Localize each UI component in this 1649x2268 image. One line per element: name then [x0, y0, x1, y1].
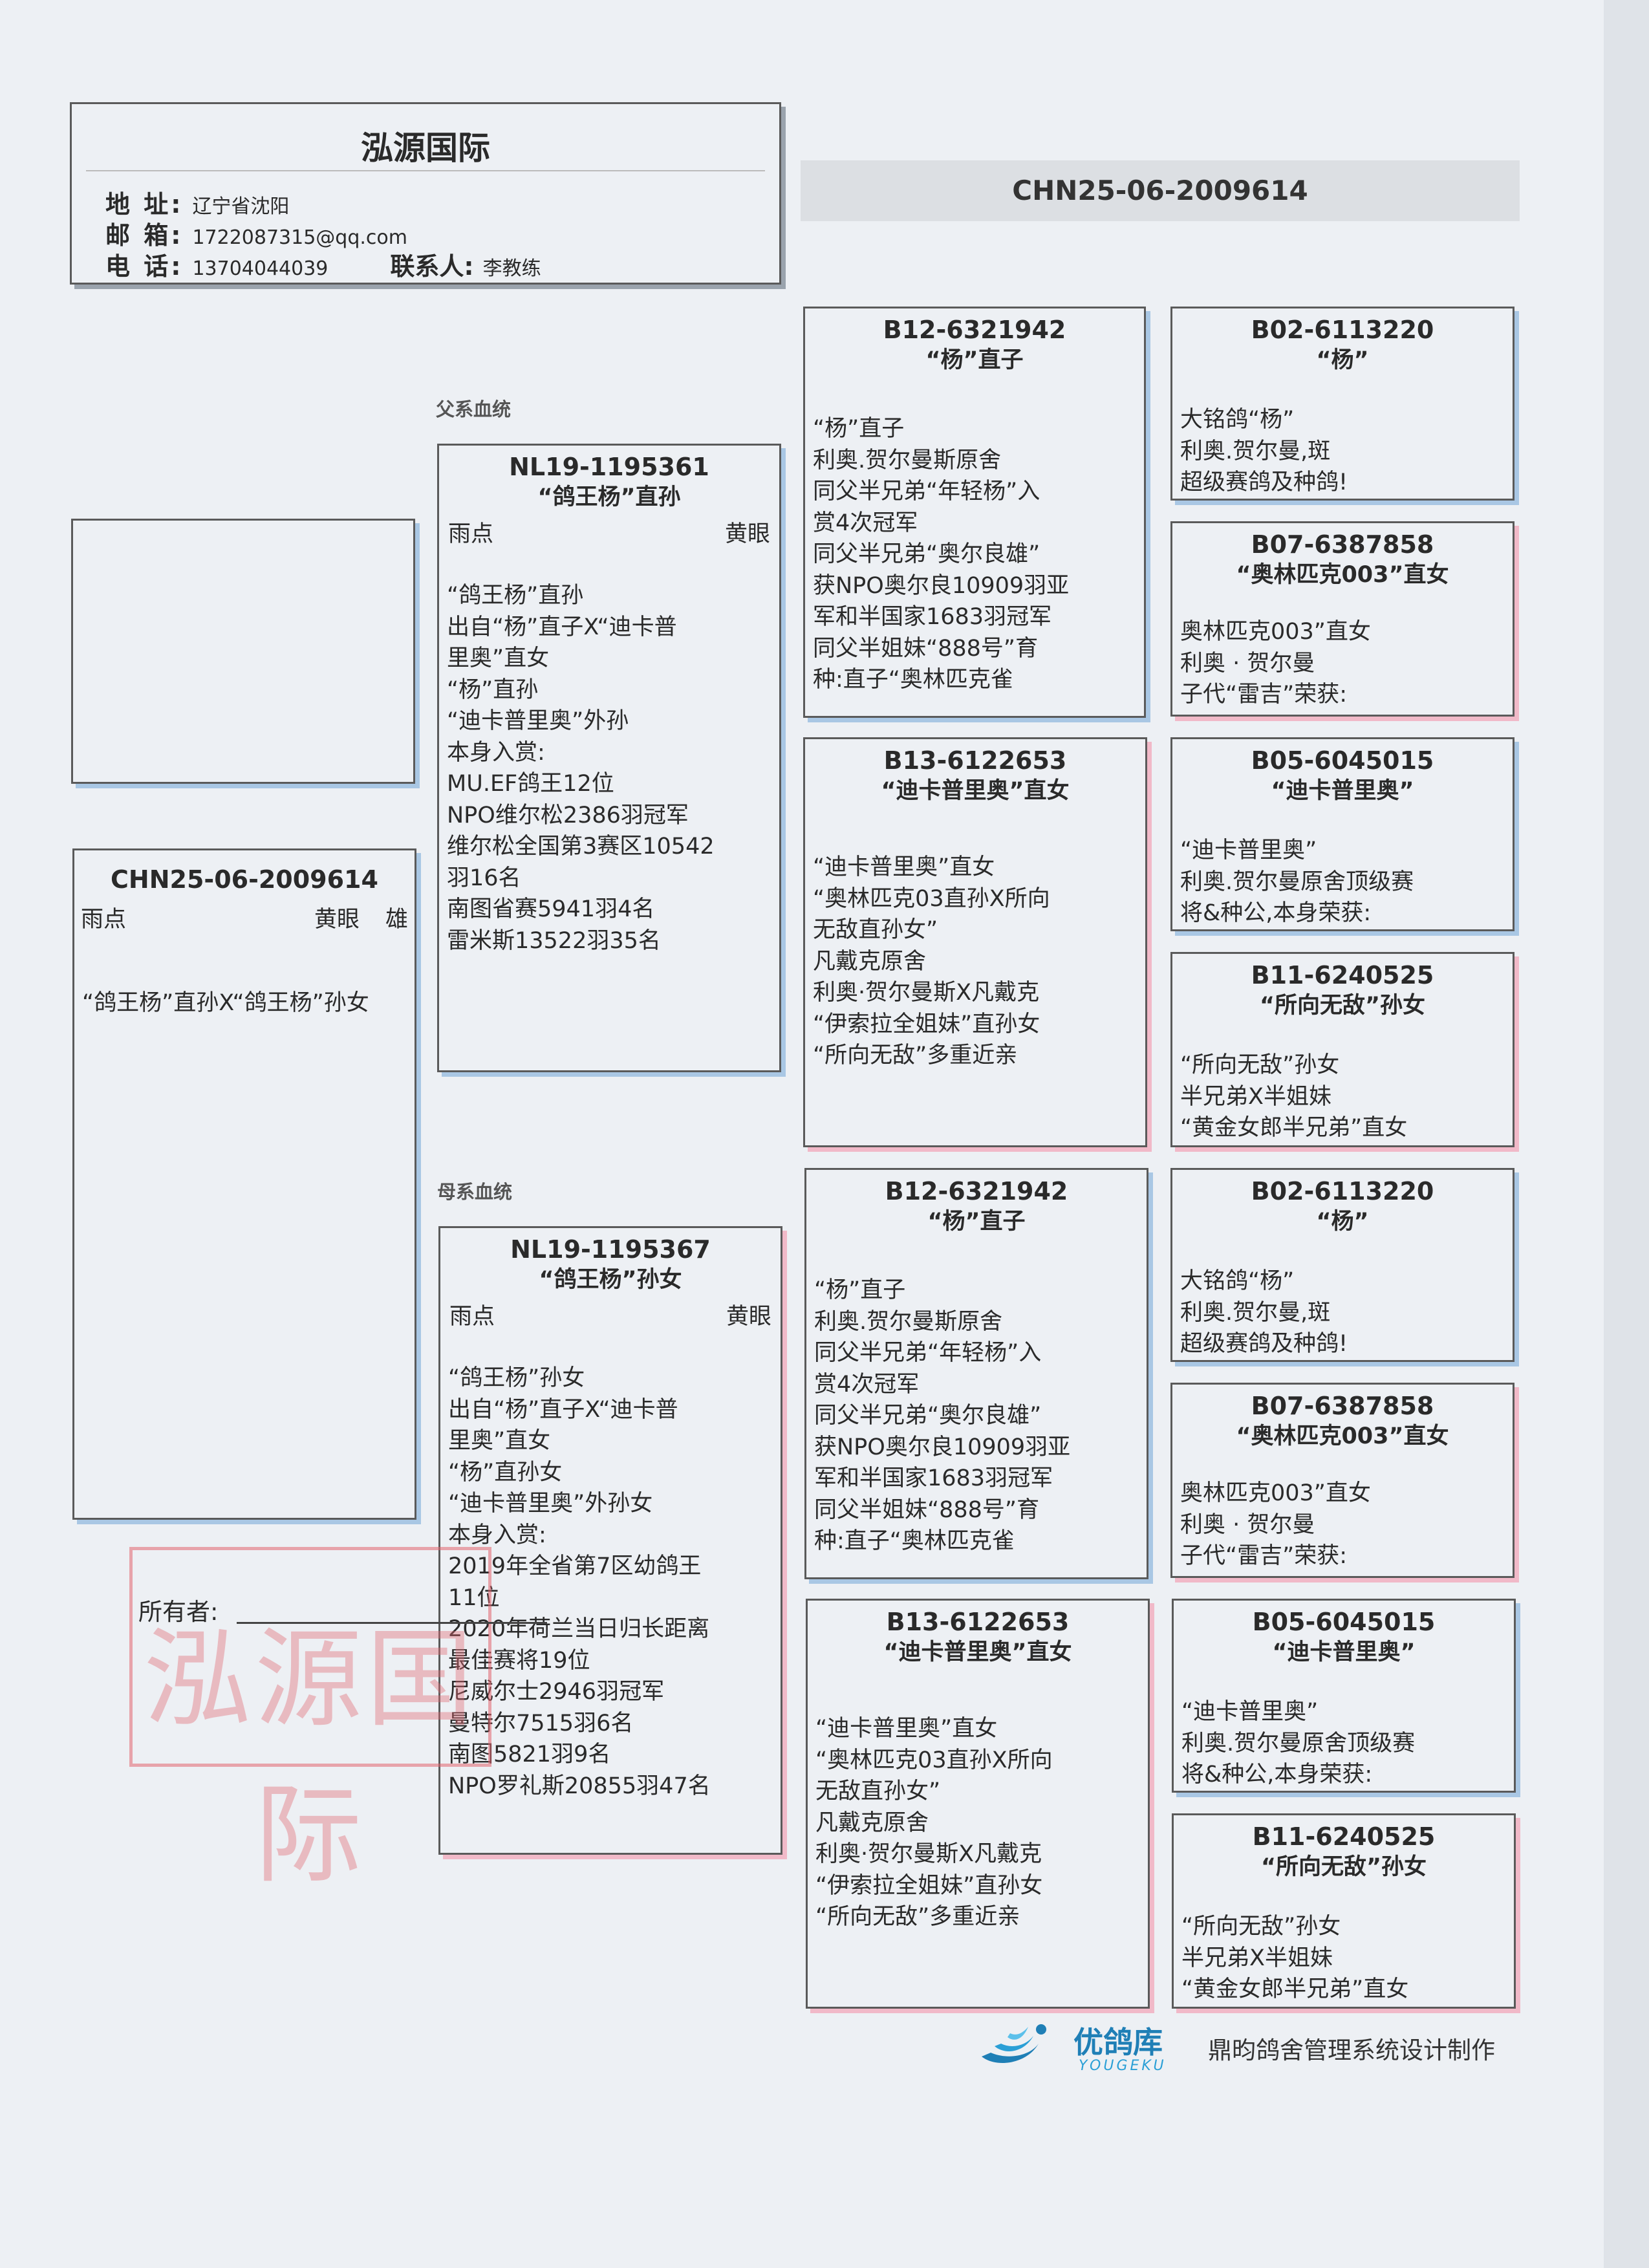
pigeon-name: “迪卡普里奥”: [1272, 1639, 1416, 1665]
system-credit: 鼎昀鸽舍管理系统设计制作: [1208, 2036, 1495, 2064]
dam-ring: NL19-1195367: [510, 1235, 711, 1264]
subject-sex: 雄: [385, 907, 408, 933]
pigeon-notes: “杨”直子 利奥.贺尔曼斯原舍 同父半兄弟“年轻杨”入 赏4次冠军 同父半兄弟“…: [813, 416, 1070, 693]
great-grandparent-card: B05-6045015 “迪卡普里奥” “迪卡普里奥” 利奥.贺尔曼原舍顶级赛 …: [1170, 737, 1514, 931]
pigeon-notes: “迪卡普里奥” 利奥.贺尔曼原舍顶级赛 将&种公,本身荣获:: [1181, 1699, 1416, 1787]
great-grandparent-card: B02-6113220 “杨” 大铭鸽“杨” 利奥.贺尔曼,斑 超级赛鸽及种鸽!: [1170, 1168, 1514, 1362]
sire-name: “鸽王杨”直孙: [537, 484, 681, 510]
owner-label: 所有者:: [138, 1598, 219, 1626]
owner-signature-line: [237, 1622, 547, 1624]
pigeon-notes: “所向无敌”孙女 半兄弟X半姐妹 “黄金女郎半兄弟”直女: [1181, 1914, 1409, 2002]
pigeon-name: “杨”直子: [925, 347, 1024, 373]
pigeon-name: “迪卡普里奥”直女: [881, 778, 1070, 804]
phone-row: 电 话: 13704044039 联系人: 李教练: [105, 246, 541, 282]
pigeon-name: “所向无敌”孙女: [1260, 1854, 1427, 1880]
pigeon-name: “迪卡普里奥”直女: [883, 1639, 1072, 1665]
email-label: 邮 箱:: [105, 221, 184, 250]
photo-placeholder: [71, 519, 415, 784]
ring-number: B11-6240525: [1251, 961, 1434, 989]
pigeon-notes: 大铭鸽“杨” 利奥.贺尔曼,斑 超级赛鸽及种鸽!: [1180, 407, 1348, 495]
pigeon-name: “奥林匹克003”直女: [1236, 562, 1449, 588]
ring-number: B13-6122653: [883, 746, 1067, 775]
address-row: 地 址: 辽宁省沈阳: [105, 184, 289, 220]
dam-color: 雨点: [449, 1304, 495, 1330]
subject-card: CHN25-06-2009614 雨点 黄眼 雄 “鸽王杨”直孙X“鸽王杨”孙女: [72, 848, 416, 1520]
dam-line-label: 母系血统: [437, 1181, 513, 1203]
phone-value: 13704044039: [192, 257, 329, 280]
sire-ring: NL19-1195361: [509, 453, 709, 481]
pigeon-name: “奥林匹克003”直女: [1236, 1423, 1449, 1449]
subject-ring: CHN25-06-2009614: [111, 865, 378, 894]
great-grandparent-card: B02-6113220 “杨” 大铭鸽“杨” 利奥.贺尔曼,斑 超级赛鸽及种鸽!: [1170, 307, 1514, 501]
ring-number: B05-6045015: [1252, 1608, 1436, 1636]
sire-traits: 雨点 黄眼: [439, 518, 779, 550]
yougeku-logo-icon: [982, 2024, 1046, 2064]
grandsire-paternal-card: B12-6321942 “杨”直子 “杨”直子 利奥.贺尔曼斯原舍 同父半兄弟“…: [803, 307, 1146, 718]
grandsire-maternal-card: B12-6321942 “杨”直子 “杨”直子 利奥.贺尔曼斯原舍 同父半兄弟“…: [804, 1168, 1148, 1579]
ring-number: B02-6113220: [1251, 316, 1434, 344]
ring-number: B05-6045015: [1251, 746, 1434, 775]
pigeon-notes: 奥林匹克003”直女 利奥 · 贺尔曼 子代“雷吉”荣获:: [1180, 619, 1371, 707]
granddam-paternal-card: B13-6122653 “迪卡普里奥”直女 “迪卡普里奥”直女 “奥林匹克03直…: [803, 737, 1147, 1147]
kennel-header: 泓源国际 地 址: 辽宁省沈阳 邮 箱: 1722087315@qq.com 电 话…: [70, 102, 781, 285]
great-grandparent-card: B11-6240525 “所向无敌”孙女 “所向无敌”孙女 半兄弟X半姐妹 “黄…: [1170, 952, 1514, 1147]
sire-color: 雨点: [448, 521, 494, 547]
subject-traits: 雨点 黄眼 雄: [74, 903, 415, 936]
sire-notes: “鸽王杨”直孙 出自“杨”直子X“迪卡普 里奥”直女 “杨”直孙 “迪卡普里奥”…: [447, 583, 715, 954]
pigeon-notes: “杨”直子 利奥.贺尔曼斯原舍 同父半兄弟“年轻杨”入 赏4次冠军 同父半兄弟“…: [814, 1277, 1071, 1554]
dam-name: “鸽王杨”孙女: [539, 1267, 682, 1293]
main-ring-bar: CHN25-06-2009614: [801, 160, 1520, 221]
great-grandparent-card: B07-6387858 “奥林匹克003”直女 奥林匹克003”直女 利奥 · …: [1170, 1383, 1514, 1578]
sire-card: NL19-1195361 “鸽王杨”直孙 雨点 黄眼 “鸽王杨”直孙 出自“杨”…: [437, 444, 781, 1072]
dam-traits: 雨点 黄眼: [440, 1301, 781, 1333]
pigeon-name: “杨”直子: [927, 1209, 1026, 1235]
ring-number: B02-6113220: [1251, 1177, 1434, 1205]
pigeon-notes: “迪卡普里奥”直女 “奥林匹克03直孙X所向 无敌直孙女” 凡戴克原舍 利奥·贺…: [815, 1716, 1053, 1930]
pigeon-notes: 大铭鸽“杨” 利奥.贺尔曼,斑 超级赛鸽及种鸽!: [1180, 1268, 1348, 1357]
ring-number: B12-6321942: [883, 316, 1066, 344]
ring-number: B07-6387858: [1251, 1392, 1434, 1420]
kennel-stamp: 泓源国际: [129, 1547, 491, 1898]
email-row: 邮 箱: 1722087315@qq.com: [105, 215, 407, 251]
subject-notes: “鸽王杨”直孙X“鸽王杨”孙女: [82, 990, 369, 1016]
address-value: 辽宁省沈阳: [192, 195, 290, 218]
granddam-maternal-card: B13-6122653 “迪卡普里奥”直女 “迪卡普里奥”直女 “奥林匹克03直…: [806, 1599, 1150, 2009]
pigeon-name: “所向无敌”孙女: [1259, 993, 1425, 1019]
pigeon-name: “杨”: [1316, 347, 1369, 373]
subject-eye: 黄眼: [314, 907, 360, 933]
pigeon-name: “迪卡普里奥”: [1271, 778, 1414, 804]
address-label: 地 址:: [105, 190, 184, 219]
sire-line-label: 父系血统: [436, 398, 512, 420]
ring-number: B11-6240525: [1252, 1822, 1436, 1851]
pigeon-notes: “所向无敌”孙女 半兄弟X半姐妹 “黄金女郎半兄弟”直女: [1180, 1052, 1408, 1141]
great-grandparent-card: B07-6387858 “奥林匹克003”直女 奥林匹克003”直女 利奥 · …: [1170, 521, 1514, 717]
dam-card: NL19-1195367 “鸽王杨”孙女 雨点 黄眼 “鸽王杨”孙女 出自“杨”…: [438, 1226, 782, 1855]
pigeon-notes: “迪卡普里奥” 利奥.贺尔曼原舍顶级赛 将&种公,本身荣获:: [1180, 837, 1414, 926]
stamp-text: 泓源国际: [144, 1617, 477, 1898]
phone-label: 电 话:: [105, 252, 184, 281]
kennel-name: 泓源国际: [361, 129, 490, 167]
brand-name-en: YOUGEKU: [1079, 2058, 1167, 2074]
subject-color: 雨点: [81, 907, 127, 933]
pigeon-notes: 奥林匹克003”直女 利奥 · 贺尔曼 子代“雷吉”荣获:: [1180, 1480, 1371, 1569]
great-grandparent-card: B11-6240525 “所向无敌”孙女 “所向无敌”孙女 半兄弟X半姐妹 “黄…: [1172, 1813, 1516, 2009]
pigeon-notes: “迪卡普里奥”直女 “奥林匹克03直孙X所向 无敌直孙女” 凡戴克原舍 利奥·贺…: [813, 854, 1050, 1068]
ring-number: B12-6321942: [885, 1177, 1068, 1205]
divider: [86, 170, 765, 171]
scan-edge: [1604, 0, 1649, 2268]
pigeon-name: “杨”: [1316, 1209, 1369, 1235]
brand-name: 优鸽库: [1073, 2025, 1163, 2060]
dam-eye: 黄眼: [726, 1304, 771, 1330]
sire-eye: 黄眼: [724, 521, 770, 547]
great-grandparent-card: B05-6045015 “迪卡普里奥” “迪卡普里奥” 利奥.贺尔曼原舍顶级赛 …: [1172, 1599, 1516, 1793]
main-ring-number: CHN25-06-2009614: [1012, 175, 1308, 206]
email-value: 1722087315@qq.com: [192, 226, 408, 249]
ring-number: B13-6122653: [886, 1608, 1070, 1636]
contact-label: 联系人:: [390, 252, 474, 281]
contact-value: 李教练: [482, 257, 541, 280]
ring-number: B07-6387858: [1251, 530, 1434, 559]
